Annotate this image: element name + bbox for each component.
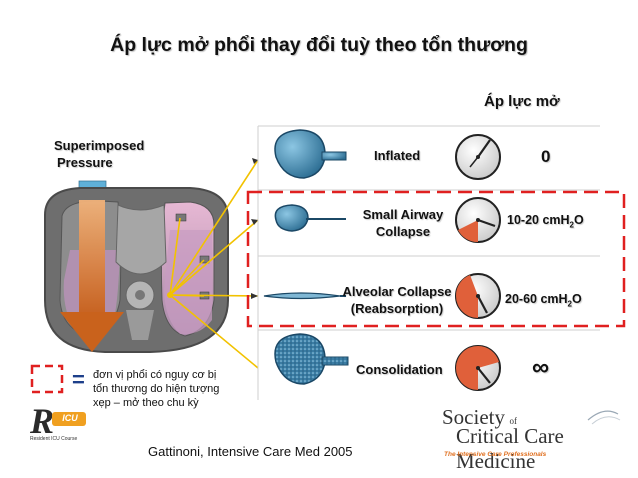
column-header: Áp lực mở [484, 93, 560, 110]
row-label-small-airway-line2: Collapse [375, 224, 431, 239]
alveolus-consolidation [274, 333, 349, 385]
alveolus-inflated [274, 129, 347, 179]
legend-equals-sign: = [72, 367, 85, 392]
pressure-value-main: 10-20 cmH [507, 213, 570, 227]
gauge-inflated [455, 134, 501, 180]
logo-small-text: Resident ICU Course [30, 436, 78, 442]
resident-icu-logo: R [27, 401, 86, 441]
superimposed-pressure-arrow [60, 200, 124, 352]
sccm-tagline: The Intensive Care Professionals [444, 451, 547, 458]
citation: Gattinoni, Intensive Care Med 2005 [148, 444, 353, 459]
sccm-of: of [509, 416, 517, 426]
pressure-value-consolidation: ∞ [532, 354, 550, 381]
legend-text-line3: xẹp – mở theo chu kỳ [93, 397, 199, 409]
legend-text-line2: tổn thương do hiện tượng [93, 383, 220, 395]
sccm-society: Society [442, 405, 505, 429]
superimposed-label-line1: Superimposed [54, 138, 145, 153]
slide-title: Áp lực mở phổi thay đổi tuỳ theo tổn thư… [110, 34, 528, 56]
pressure-value-sub: 2 [567, 299, 572, 309]
row-label-alveolar-collapse-line2: (Reabsorption) [350, 301, 444, 316]
pressure-value-tail: O [574, 213, 584, 227]
gauge-consolidation [455, 345, 501, 391]
superimposed-label-line2: Pressure [57, 155, 113, 170]
row-label-consolidation: Consolidation [356, 362, 443, 377]
row-label-small-airway-line1: Small Airway [362, 207, 444, 222]
pressure-value-alveolar-collapse: 20-60 cmH2O [505, 292, 582, 309]
pressure-value-main: 20-60 cmH [505, 292, 568, 306]
row-label-alveolar-collapse-line1: Alveolar Collapse [342, 284, 452, 299]
pressure-value-tail: O [572, 292, 582, 306]
row-label-inflated: Inflated [374, 148, 421, 163]
sccm-logo-mark [587, 410, 621, 425]
legend-dashed-square [30, 364, 64, 394]
pressure-value-sub: 2 [569, 220, 574, 230]
sccm-logo: Society of [442, 405, 517, 430]
logo-icu-badge: ICU [62, 413, 78, 423]
connector-lines [169, 159, 259, 369]
alveolus-collapse [263, 292, 346, 300]
sccm-critical-care: Critical Care Medicine [456, 424, 564, 473]
svg-text:R: R [29, 401, 54, 441]
legend-text-line1: đơn vị phổi có nguy cơ bị [93, 369, 217, 381]
pressure-value-small-airway: 10-20 cmH2O [507, 213, 584, 230]
pressure-value-inflated: 0 [541, 147, 551, 166]
risk-region-box [246, 190, 626, 328]
alveolus-small-airway [274, 204, 346, 232]
gauge-alveolar-collapse [455, 273, 501, 319]
gauge-small-airway [455, 197, 501, 243]
